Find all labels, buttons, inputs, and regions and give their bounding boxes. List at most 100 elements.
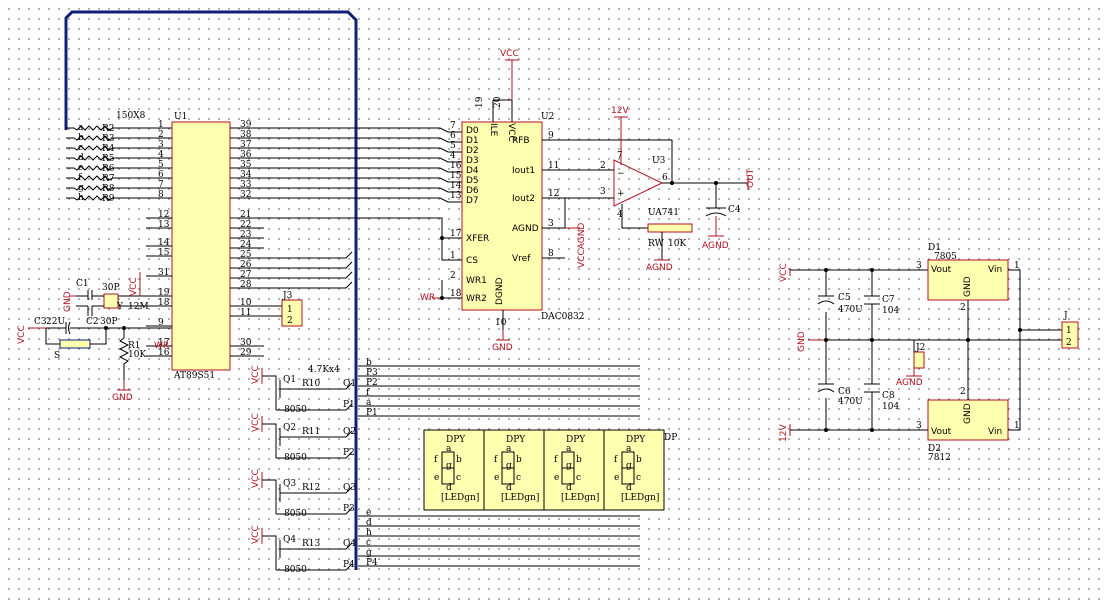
display-net-label: c — [366, 538, 371, 548]
rw-value: 10K — [668, 239, 686, 249]
u2-top-ile: ILE — [488, 123, 498, 137]
d2-vin: Vin — [988, 427, 1002, 437]
u1-left-pin-num: 7 — [158, 180, 164, 190]
d1-vout: Vout — [931, 265, 952, 275]
u1-left-pin-num: 2 — [158, 130, 164, 140]
u1-right-pin-num: 11 — [240, 308, 251, 318]
c6-ref: C6 — [838, 387, 851, 397]
dpy-seg-b: b — [516, 455, 522, 465]
u2-pin-label: D4 — [466, 166, 479, 176]
u1-right-pin-num: 22 — [240, 220, 251, 230]
vcc-q-label: VCC — [251, 413, 261, 432]
q-type: 8050 — [284, 509, 307, 519]
d2-gnd: GND — [963, 403, 973, 424]
q-type: 8050 — [284, 405, 307, 415]
d1-ref: D1 — [928, 243, 941, 253]
j1-pin2: 2 — [1066, 338, 1072, 348]
u1-right-pin-num: 26 — [240, 260, 252, 270]
dpy-seg-b: b — [576, 455, 582, 465]
rpack-resistor — [66, 195, 172, 201]
q-ref: Q3 — [283, 479, 296, 489]
u2-name: DAC0832 — [541, 312, 585, 322]
dpy-seg-d: d — [566, 483, 572, 493]
u1-left-pin-num: 9 — [158, 318, 164, 328]
j3-body — [281, 299, 303, 327]
u2-left-pins: D07D16D25D34D416D515D614D713XFER17CS1WR1… — [450, 121, 489, 304]
u3-opamp — [613, 159, 664, 207]
dpy-seg-f: f — [554, 455, 558, 465]
u1-right-pin-num: 30 — [240, 338, 252, 348]
rpack-net: a — [78, 123, 84, 133]
data-bus-wires — [264, 127, 462, 289]
d2-body — [927, 399, 1009, 441]
c1-ref: C1 — [76, 279, 89, 289]
d1-gnd: GND — [963, 276, 973, 297]
vcc-q-label: VCC — [251, 525, 261, 544]
rpack-resistor — [66, 175, 172, 181]
c7-value: 104 — [882, 306, 899, 316]
q-collector — [262, 423, 277, 458]
dpy-seg-a: a — [566, 444, 572, 454]
q-ref: Q2 — [283, 423, 296, 433]
v12-label: 12V — [611, 106, 629, 116]
display-net-label: P1 — [366, 408, 378, 418]
dpy-seg-lower — [561, 467, 575, 485]
c7-ref: C7 — [882, 295, 895, 305]
u3-minus: − — [617, 169, 625, 179]
rw-ref: RW — [648, 239, 665, 249]
u3-pin3: 3 — [600, 187, 606, 197]
c8-value: 104 — [882, 402, 899, 412]
display-net-label: b — [366, 358, 372, 368]
dpy-seg-g: g — [626, 461, 632, 471]
u3-plus: + — [617, 189, 625, 199]
j1-body — [1061, 321, 1079, 349]
j1-ref: J — [1063, 311, 1068, 321]
gnd-ps-label: GND — [797, 331, 807, 352]
vcc-q-label: VCC — [251, 365, 261, 384]
rpack-net: h — [78, 193, 84, 203]
q-p-net: P2 — [343, 448, 355, 458]
u1-left-pin-num: 17 — [158, 338, 170, 348]
rpack-resistor — [66, 125, 172, 131]
rfb-wire — [542, 139, 673, 183]
gnd-reset-label: GND — [112, 393, 133, 403]
gnd-u2-label: GND — [492, 343, 513, 353]
c5-value: 470U — [838, 305, 863, 315]
u2-pin-num: 7 — [450, 121, 456, 131]
c8-ref: C8 — [882, 391, 895, 401]
dpy-seg-c: c — [576, 473, 581, 483]
dpy-name: DPY — [626, 435, 646, 445]
rpack-resistor — [66, 165, 172, 171]
dpy-seg-g: g — [446, 461, 452, 471]
dpy-seg-d: d — [506, 483, 512, 493]
u2-pin-num: 8 — [548, 249, 554, 259]
q-base-pin: Q2 — [343, 427, 356, 437]
u2-pin-num: 18 — [450, 289, 462, 299]
junction — [440, 296, 444, 300]
u1-right-pin-num: 38 — [240, 130, 252, 140]
u2-pin-label: D3 — [466, 156, 479, 166]
q-base-wire — [280, 382, 353, 390]
q-emitter-wire — [276, 507, 353, 515]
u2-pin-num: 1 — [450, 251, 456, 261]
u1-left-pin-num: 5 — [158, 160, 164, 170]
rpack-net: d — [78, 153, 84, 163]
u1-right-pin-num: 21 — [240, 210, 251, 220]
data-wire — [264, 187, 462, 193]
d2-pin3: 3 — [916, 421, 922, 431]
v12-ps-label: 12V — [779, 424, 789, 442]
u1-left-pin-num: 3 — [158, 140, 164, 150]
u2-pin-num: 16 — [450, 161, 462, 171]
u2-pin-label: D6 — [466, 186, 479, 196]
u2-pin-label: Vref — [512, 254, 531, 264]
u2-pin-label: CS — [466, 256, 478, 266]
u1-right-pin-num: 25 — [240, 250, 252, 260]
q-collector — [262, 479, 277, 514]
u1-name: AT89S51 — [173, 371, 215, 381]
rpack-resistor — [66, 145, 172, 151]
u3-pin2: 2 — [600, 161, 606, 171]
junction — [670, 181, 674, 185]
u2-pin-label: D7 — [466, 196, 479, 206]
